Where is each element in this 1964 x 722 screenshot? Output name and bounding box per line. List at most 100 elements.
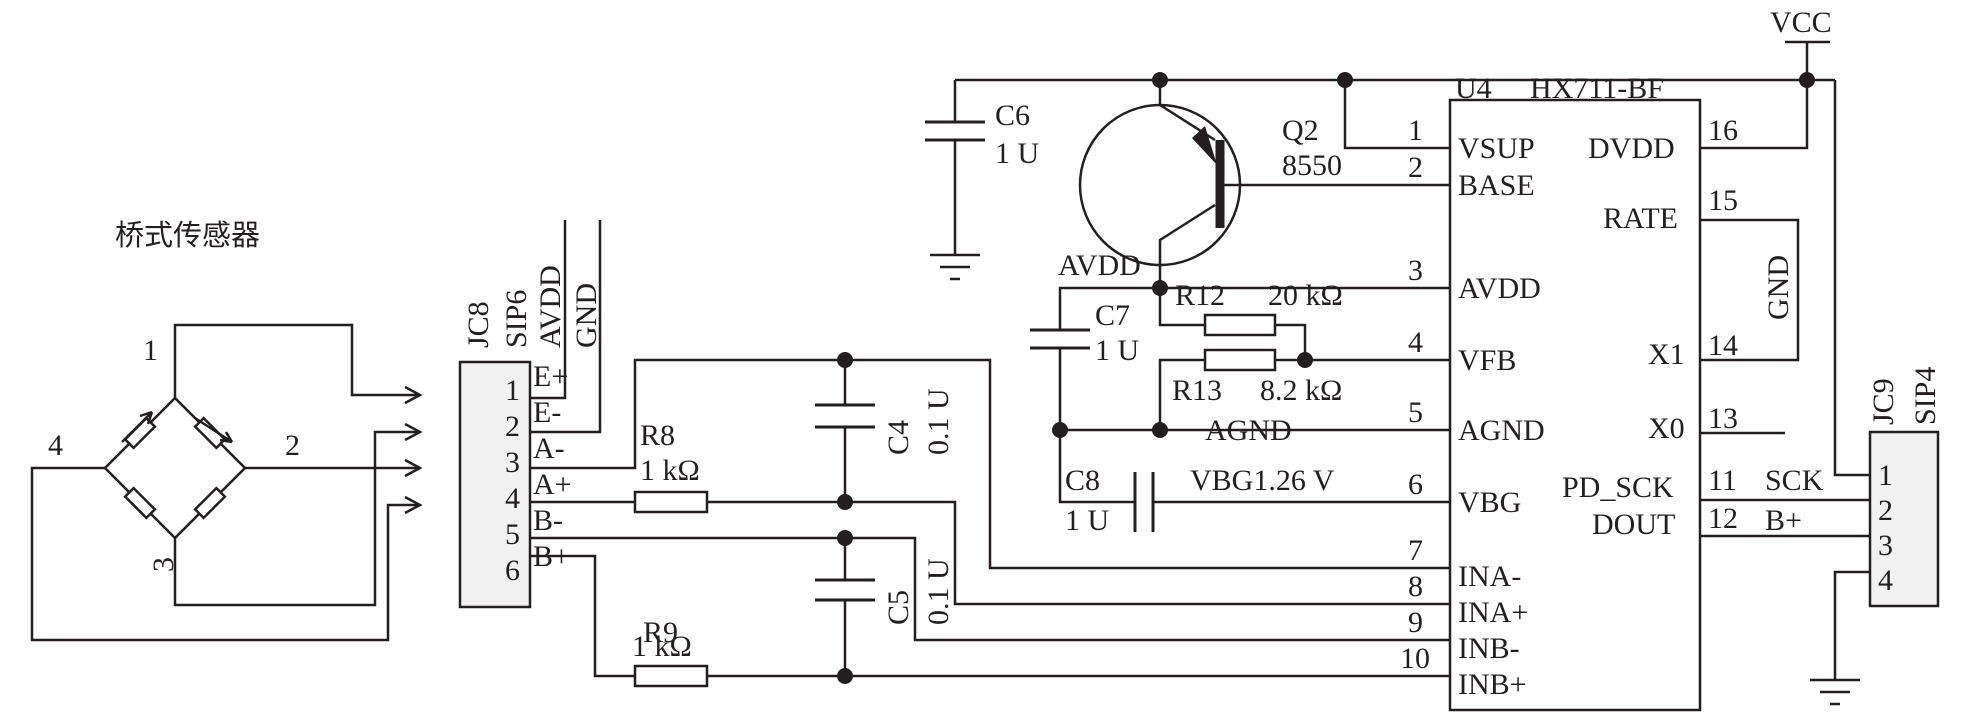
bridge-sensor: 桥式传感器 1 2 3 4 — [30, 218, 423, 642]
jc8-pin2-gnd-wire — [530, 220, 602, 434]
arrow-head-3 — [404, 458, 423, 478]
wire-a-plus-right — [707, 500, 1450, 606]
bridge-outline — [103, 396, 247, 540]
r9-value: 1 kΩ — [632, 630, 692, 663]
arrow-head-4 — [404, 495, 423, 515]
u4-pin-14-num: 14 — [1708, 329, 1738, 362]
c4-ref: C4 — [882, 420, 915, 455]
junction-vfb — [1297, 352, 1313, 368]
bridge-resistor-bl — [123, 486, 157, 520]
junction-c4-top — [837, 352, 853, 368]
ic-u4: U4 HX711-BF 1 2 3 4 5 6 7 8 9 10 VSUP BA… — [1400, 72, 1738, 712]
q2-collector — [1158, 203, 1216, 288]
junction-vcc — [1799, 72, 1815, 88]
gnd-net-label: GND — [1762, 255, 1795, 320]
jc9-pin-3-num: 3 — [1878, 529, 1893, 562]
sck-net-label: SCK — [1765, 464, 1824, 497]
sensor-title: 桥式传感器 — [115, 218, 260, 252]
c7-plates — [1030, 328, 1090, 350]
r13-left-wire — [1158, 358, 1205, 430]
jc8-pin-6-num: 6 — [505, 554, 520, 587]
r8-body — [633, 490, 709, 514]
jc8-pin-4-label: A+ — [533, 468, 572, 501]
r12-right-wire — [1275, 323, 1307, 360]
u4-pin-avdd: AVDD — [1458, 272, 1541, 305]
u4-pin-pd-sck: PD_SCK — [1562, 471, 1674, 504]
u4-pin-16-num: 16 — [1708, 114, 1738, 147]
u4-pin-x1: X1 — [1648, 338, 1685, 371]
vbg-net-label: VBG1.26 V — [1190, 464, 1335, 497]
bridge-resistor-tr — [193, 416, 227, 450]
u4-pin-11-num: 11 — [1708, 464, 1737, 497]
wire-a-minus — [530, 358, 1450, 570]
sensor-node-4: 4 — [48, 429, 63, 462]
dvdd-wire — [1700, 80, 1809, 150]
u4-pin-10-num: 10 — [1400, 642, 1430, 675]
r8-value: 1 kΩ — [640, 454, 700, 487]
sensor-node-2: 2 — [285, 429, 300, 462]
r13-ref: R13 — [1172, 374, 1222, 407]
u4-pin-5-num: 5 — [1408, 396, 1423, 429]
c8-value: 1 U — [1065, 504, 1110, 537]
jc8-net-avdd: AVDD — [534, 265, 567, 348]
c8-plates — [1133, 472, 1155, 532]
c4-plates — [815, 403, 875, 429]
jc8-pin-5-num: 5 — [505, 518, 520, 551]
c5-plates — [815, 578, 875, 602]
jc8-pin-2-label: E- — [533, 396, 561, 429]
u4-pin-15-num: 15 — [1708, 184, 1738, 217]
rate-x1-gnd-wire — [1700, 218, 1800, 362]
jc8-net-gnd: GND — [570, 283, 603, 348]
c7-ref: C7 — [1095, 299, 1130, 332]
c6-value: 1 U — [995, 137, 1040, 170]
jc9-pin-2-num: 2 — [1878, 494, 1893, 527]
u4-pin-vsup: VSUP — [1458, 132, 1535, 165]
vcc-net-label: VCC — [1770, 6, 1832, 39]
q2-ref: Q2 — [1282, 114, 1319, 147]
r9-body — [633, 664, 709, 688]
vcc-to-jc9-wire — [1833, 80, 1870, 477]
r13-value: 8.2 kΩ — [1260, 374, 1342, 407]
u4-pin-4-num: 4 — [1408, 326, 1423, 359]
jc8-type: SIP6 — [500, 290, 533, 348]
junction-avdd — [1152, 280, 1168, 296]
variable-arrow-left — [121, 410, 154, 443]
jc9-body — [1868, 430, 1940, 608]
c7-leads — [1058, 286, 1160, 430]
junction-c5-top — [837, 530, 853, 546]
c6-ground-symbol — [930, 253, 980, 281]
wire-b-plus-left — [530, 554, 635, 678]
jc9-pin-4-num: 4 — [1878, 564, 1893, 597]
u4-pin-vbg: VBG — [1458, 486, 1521, 519]
jc8-pin1-avdd-wire — [530, 220, 567, 400]
u4-body — [1448, 98, 1702, 712]
c6-ref: C6 — [995, 99, 1030, 132]
u4-pin-6-num: 6 — [1408, 468, 1423, 501]
u4-pin-1-num: 1 — [1408, 114, 1423, 147]
r8-ref: R8 — [640, 419, 675, 452]
avdd-net-label: AVDD — [1058, 249, 1141, 282]
r9-ref: R9 — [643, 616, 678, 649]
u4-pin-3-num: 3 — [1408, 254, 1423, 287]
u4-pin-inb-minus: INB- — [1458, 632, 1520, 665]
u4-pin-9-num: 9 — [1408, 606, 1423, 639]
u4-pin-rate: RATE — [1603, 202, 1678, 235]
u4-pin-base: BASE — [1458, 169, 1535, 202]
junction-agnd-mid — [1152, 422, 1168, 438]
jc8-pin-4-num: 4 — [505, 482, 520, 515]
junction-vsup — [1337, 72, 1353, 88]
jc9-ref: JC9 — [1867, 378, 1900, 425]
jc8-pin-5-label: B- — [533, 504, 563, 537]
sensor-node-3: 3 — [147, 557, 180, 572]
junction-agnd-left — [1052, 422, 1068, 438]
u4-pin-vfb: VFB — [1458, 344, 1516, 377]
sensor-wire-1 — [173, 323, 420, 398]
r12-value: 20 kΩ — [1268, 279, 1343, 312]
u4-pin-inb-plus: INB+ — [1458, 668, 1527, 701]
junction-c5-bottom — [837, 668, 853, 684]
u4-pin-2-num: 2 — [1408, 151, 1423, 184]
sensor-wire-4 — [30, 466, 420, 642]
jc9-ground-symbol — [1810, 678, 1860, 706]
c7-value: 1 U — [1095, 334, 1140, 367]
jc8-ref: JC8 — [462, 301, 495, 348]
